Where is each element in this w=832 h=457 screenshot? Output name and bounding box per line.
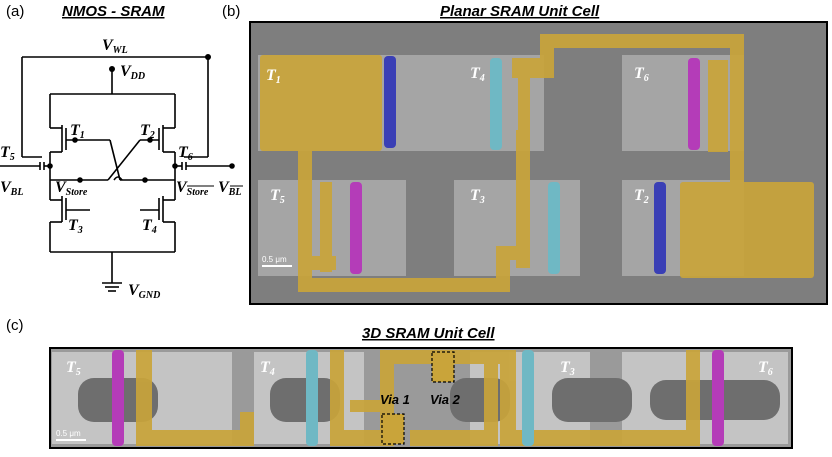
panel-c-letter: (c) <box>6 317 24 334</box>
label-vwl: VWL <box>102 37 128 56</box>
label-t2: T2 <box>140 122 155 141</box>
panel-b-planar: (b) Planar SRAM Unit Cell <box>222 3 828 305</box>
panel-b-letter: (b) <box>222 3 240 20</box>
planar-gold-interconnect <box>260 34 814 292</box>
gate-t6 <box>688 58 700 150</box>
label-vstore-bar: VStore <box>176 179 209 198</box>
planar-scale-label: 0.5 μm <box>262 255 287 264</box>
panel-c-3d: (c) 3D SRAM Unit Cell <box>6 317 793 449</box>
label-t3: T3 <box>68 217 83 236</box>
gate-t1 <box>384 56 396 148</box>
label-vbl-bar: VBL <box>218 179 241 198</box>
planar-label-t1: T1 <box>266 67 281 86</box>
3d-label-t3: T3 <box>560 359 575 378</box>
label-t4: T4 <box>142 217 157 236</box>
label-vbl: VBL <box>0 179 23 198</box>
via-1-marker <box>381 413 405 445</box>
planar-label-t3: T3 <box>470 187 485 206</box>
gate-t3 <box>548 182 560 274</box>
circuit-junctions <box>47 54 235 183</box>
label-vstore: VStore <box>55 179 88 198</box>
gold-pad-t2 <box>680 182 814 278</box>
3d-gate-t5 <box>112 350 124 446</box>
3d-scale-label: 0.5 μm <box>56 429 81 438</box>
planar-label-t6: T6 <box>634 65 649 84</box>
3d-gate-t3 <box>522 350 534 446</box>
3d-label-t5: T5 <box>66 359 81 378</box>
label-t6: T6 <box>178 144 193 163</box>
planar-label-t4: T4 <box>470 65 485 84</box>
gate-t4 <box>490 58 502 150</box>
panel-c-title: 3D SRAM Unit Cell <box>362 325 495 342</box>
label-vdd: VDD <box>120 63 145 82</box>
planar-label-t5: T5 <box>270 187 285 206</box>
panel-b-title: Planar SRAM Unit Cell <box>440 3 600 20</box>
label-vgnd: VGND <box>128 282 160 301</box>
gate-t5 <box>350 182 362 274</box>
planar-label-t2: T2 <box>634 187 649 206</box>
3d-gold-interconnect <box>136 350 700 446</box>
label-t1: T1 <box>70 122 85 141</box>
3d-label-t4: T4 <box>260 359 275 378</box>
circuit-wires <box>0 56 232 292</box>
via-2-label: Via 2 <box>430 392 461 407</box>
3d-gate-t6 <box>712 350 724 446</box>
label-t5: T5 <box>0 144 15 163</box>
via-1-label: Via 1 <box>380 392 410 407</box>
via-2-marker <box>431 351 455 383</box>
3d-gate-t4 <box>306 350 318 446</box>
gate-t2 <box>654 182 666 274</box>
gold-pad-t1 <box>260 55 382 151</box>
panel-a-circuit: (a) NMOS - SRAM <box>0 3 243 301</box>
panel-a-title: NMOS - SRAM <box>62 3 165 20</box>
3d-label-t6: T6 <box>758 359 773 378</box>
panel-a-letter: (a) <box>6 3 24 20</box>
